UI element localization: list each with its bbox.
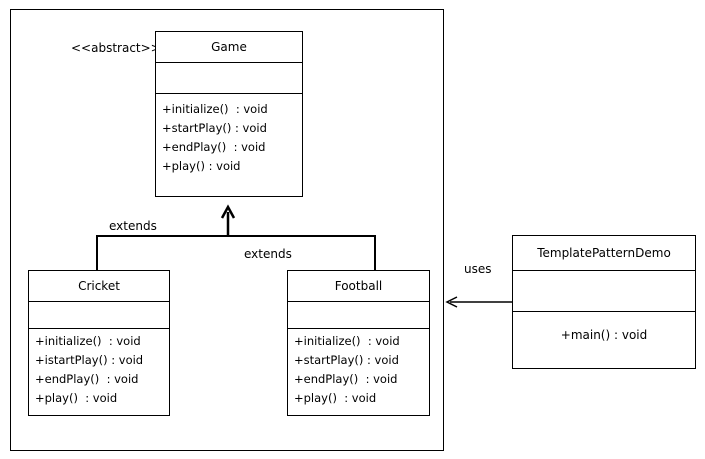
class-football-attributes (288, 302, 429, 329)
operation: +endPlay() : void (162, 140, 266, 154)
cricket-extends-label: extends (109, 219, 157, 233)
operation: +startPlay() : void (162, 121, 267, 135)
game-stereotype: <<abstract>> (71, 41, 161, 55)
operation: +istartPlay() : void (35, 353, 144, 367)
class-football: Football +initialize() : void +startPlay… (287, 270, 430, 416)
operation: +endPlay() : void (35, 372, 139, 386)
class-game-operations: +initialize() : void +startPlay() : void… (156, 94, 302, 176)
operation: +play() : void (162, 159, 241, 173)
class-cricket-attributes (29, 302, 169, 329)
class-game: Game +initialize() : void +startPlay() :… (155, 31, 303, 197)
extends-arrow-head (220, 204, 236, 219)
operation: +endPlay() : void (294, 372, 398, 386)
class-cricket: Cricket +initialize() : void +istartPlay… (28, 270, 170, 416)
class-game-name: Game (156, 32, 302, 63)
uses-label: uses (464, 262, 492, 276)
class-template-pattern-demo: TemplatePatternDemo +main() : void (512, 235, 696, 369)
operation: +initialize() : void (35, 334, 141, 348)
class-football-name: Football (288, 271, 429, 302)
operation: +play() : void (294, 391, 377, 405)
extends-connector (96, 235, 376, 271)
system-boundary-frame (10, 9, 444, 451)
class-football-operations: +initialize() : void +startPlay() : void… (288, 329, 429, 408)
operation: +initialize() : void (162, 102, 268, 116)
class-demo-attributes (513, 271, 695, 312)
operation: +main() : void (560, 328, 648, 342)
class-game-attributes (156, 63, 302, 94)
football-extends-label: extends (244, 247, 292, 261)
uses-arrow-head (445, 296, 458, 308)
class-cricket-operations: +initialize() : void +istartPlay() : voi… (29, 329, 169, 408)
operation: +play() : void (35, 391, 118, 405)
class-demo-operations: +main() : void (513, 312, 695, 345)
operation: +initialize() : void (294, 334, 400, 348)
operation: +startPlay() : void (294, 353, 399, 367)
class-demo-name: TemplatePatternDemo (513, 236, 695, 271)
class-cricket-name: Cricket (29, 271, 169, 302)
